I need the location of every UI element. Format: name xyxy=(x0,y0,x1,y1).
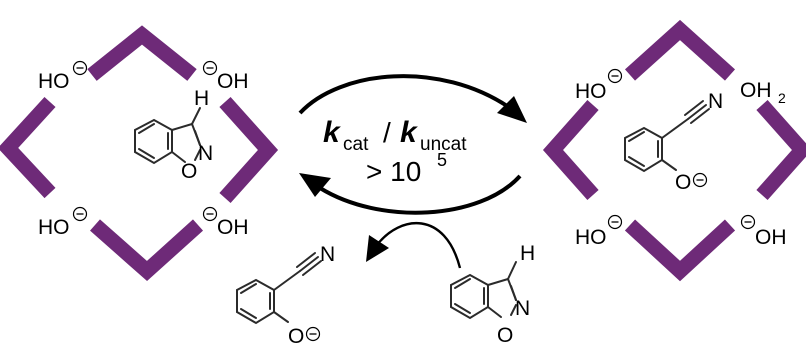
right-cage xyxy=(542,19,806,282)
incoming-substrate-o: O xyxy=(497,324,513,347)
return-arrowhead xyxy=(299,173,331,197)
forward-arrow xyxy=(298,74,512,115)
cycle-arrow-icon xyxy=(298,74,527,215)
k-uncat-subscript: uncat xyxy=(420,134,467,155)
left-cage-left-bracket xyxy=(0,96,56,199)
negative-charge-icon xyxy=(202,60,218,76)
negative-charge-icon xyxy=(607,68,623,84)
released-product-n: N xyxy=(320,243,335,266)
left-hydroxide-bottom-right: OH xyxy=(202,206,249,239)
ratio-slash: / xyxy=(383,117,391,148)
right-cage-top-bracket xyxy=(624,19,736,81)
released-product-o: O xyxy=(288,325,304,347)
incoming-substrate-h: H xyxy=(520,242,535,265)
negative-charge-icon xyxy=(72,60,88,76)
forward-arrowhead xyxy=(497,96,527,123)
right-cyanophenolate: N O xyxy=(624,90,723,194)
left-cage xyxy=(0,25,279,282)
right-cage-bottom-bracket xyxy=(624,219,736,282)
left-substrate-n: N xyxy=(198,142,213,165)
ratio-value: > 10 xyxy=(366,156,421,187)
right-hydroxide-bottom-left: HO xyxy=(575,214,623,249)
left-cage-top-bracket xyxy=(87,25,197,81)
negative-charge-icon xyxy=(607,214,623,230)
exchange-arrowhead xyxy=(366,235,389,262)
exchange-arrow-curve xyxy=(376,222,462,269)
right-hydroxide-top-left: HO xyxy=(575,68,623,103)
k-uncat-symbol: k xyxy=(400,116,418,149)
k-cat-subscript: cat xyxy=(343,134,369,155)
ratio-exponent: 5 xyxy=(437,150,447,170)
left-hydroxide-top-right: OH xyxy=(202,60,249,93)
left-hydroxide-bottom-left: HO xyxy=(38,206,88,239)
left-label-top-left: HO xyxy=(38,70,70,93)
right-cage-right-bracket xyxy=(756,100,806,200)
right-cage-left-bracket xyxy=(542,100,599,200)
k-cat-symbol: k xyxy=(323,116,341,149)
left-cage-bottom-bracket xyxy=(90,219,204,282)
released-cyanophenolate: N O xyxy=(236,243,335,347)
negative-charge-icon xyxy=(692,172,708,188)
left-substrate-h: H xyxy=(194,87,209,110)
right-product-o: O xyxy=(675,171,691,194)
exchange-arrow xyxy=(366,222,462,269)
right-label-top-right: OH xyxy=(740,79,772,102)
right-label-bottom-left: HO xyxy=(575,226,607,249)
incoming-substrate-n: N xyxy=(515,297,530,320)
left-label-bottom-right: OH xyxy=(217,216,249,239)
left-hydroxide-top-left: HO xyxy=(38,60,88,93)
right-label-top-left: HO xyxy=(575,80,607,103)
left-label-bottom-left: HO xyxy=(38,216,70,239)
left-substrate-o: O xyxy=(181,160,197,183)
rate-ratio: k cat / k uncat > 10 5 xyxy=(323,116,467,187)
right-label-top-right-subscript: 2 xyxy=(778,90,786,106)
negative-charge-icon xyxy=(740,214,756,230)
negative-charge-icon xyxy=(72,206,88,222)
right-label-bottom-right: OH xyxy=(755,226,787,249)
right-hydroxide-bottom-right: OH xyxy=(740,214,787,249)
negative-charge-icon xyxy=(202,206,218,222)
right-water-top-right: OH 2 xyxy=(740,79,786,106)
left-label-top-right: OH xyxy=(217,70,249,93)
left-cage-right-bracket xyxy=(219,96,279,204)
right-product-n: N xyxy=(708,90,723,113)
left-benzisoxazole: H N O xyxy=(134,87,213,183)
negative-charge-icon xyxy=(305,326,321,342)
return-arrow xyxy=(318,174,522,215)
incoming-benzisoxazole: H N O xyxy=(450,242,535,347)
